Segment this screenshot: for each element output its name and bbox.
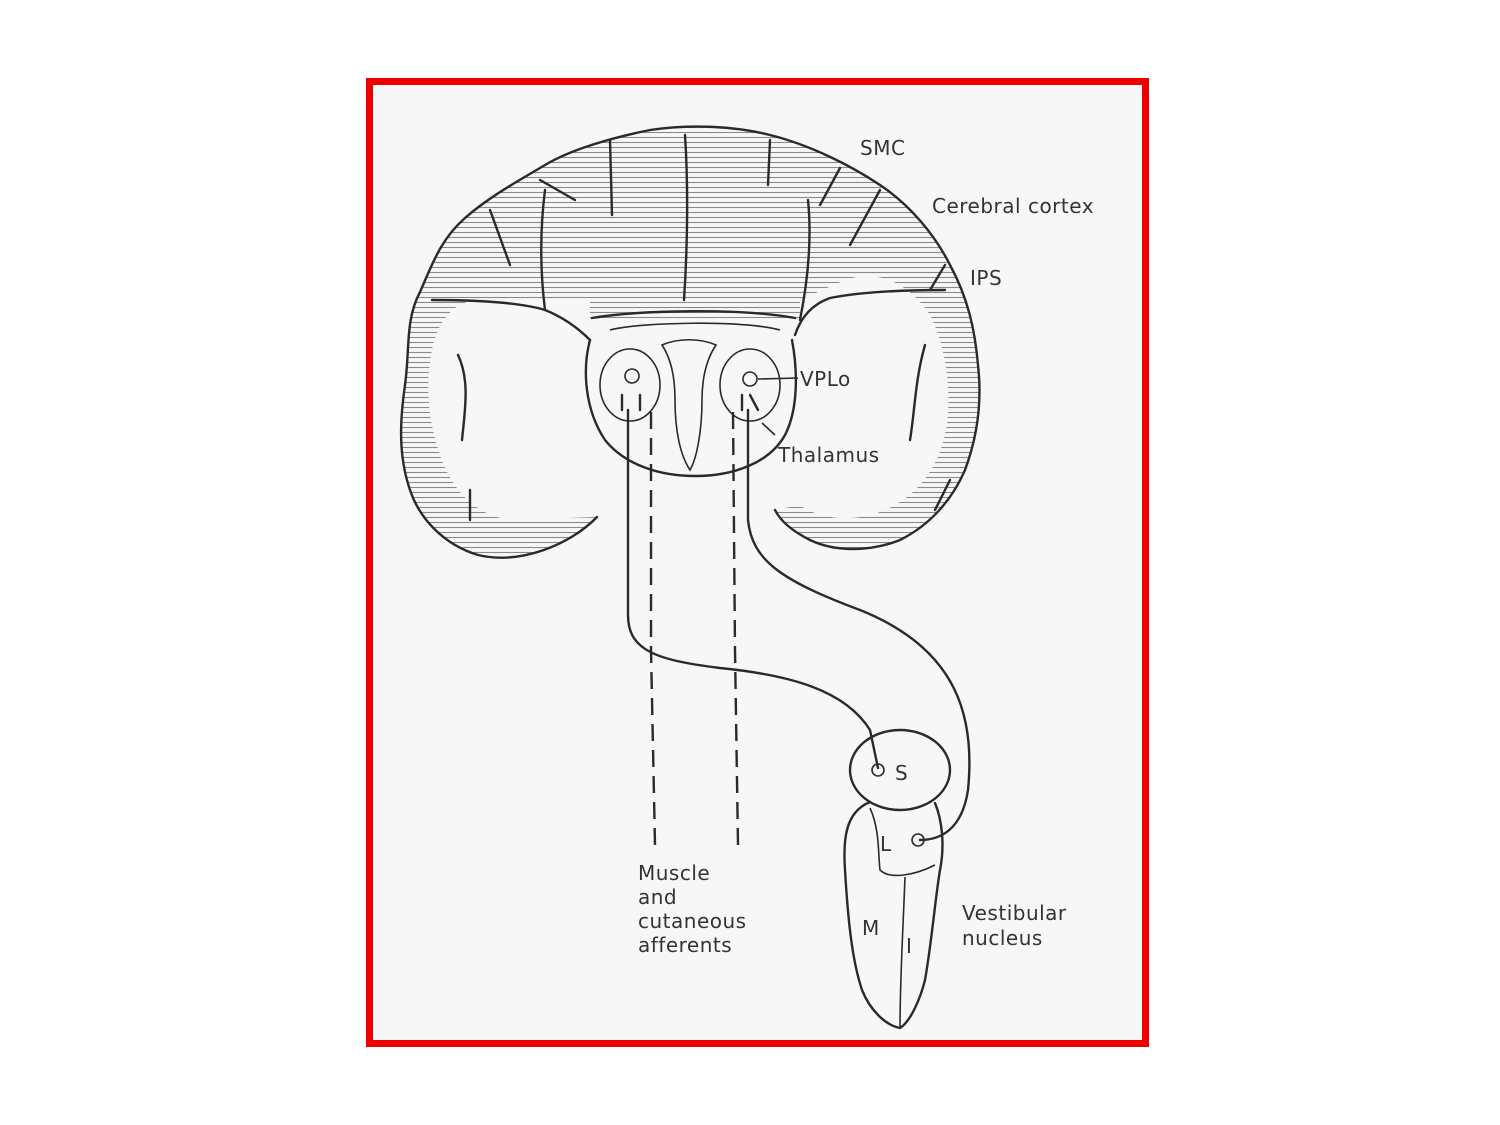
label-s: S <box>895 761 908 785</box>
label-m: M <box>862 916 880 940</box>
label-vplo: VPLo <box>800 367 851 391</box>
label-afferents-4: afferents <box>638 933 732 957</box>
label-smc: SMC <box>860 136 905 160</box>
label-afferents-3: cutaneous <box>638 909 747 933</box>
label-i: I <box>906 934 912 958</box>
cerebral-cortex <box>399 125 981 559</box>
label-l: L <box>880 832 892 856</box>
vestibular-nucleus <box>843 728 952 1030</box>
pathways <box>626 377 971 846</box>
label-afferents-2: and <box>638 885 677 909</box>
label-afferents-1: Muscle <box>638 861 710 885</box>
label-thalamus: Thalamus <box>777 443 880 467</box>
label-cerebral-cortex: Cerebral cortex <box>932 194 1094 218</box>
thalamus <box>584 310 798 478</box>
label-vestibular-1: Vestibular <box>962 901 1067 925</box>
label-ips: IPS <box>970 266 1002 290</box>
label-vestibular-2: nucleus <box>962 926 1043 950</box>
